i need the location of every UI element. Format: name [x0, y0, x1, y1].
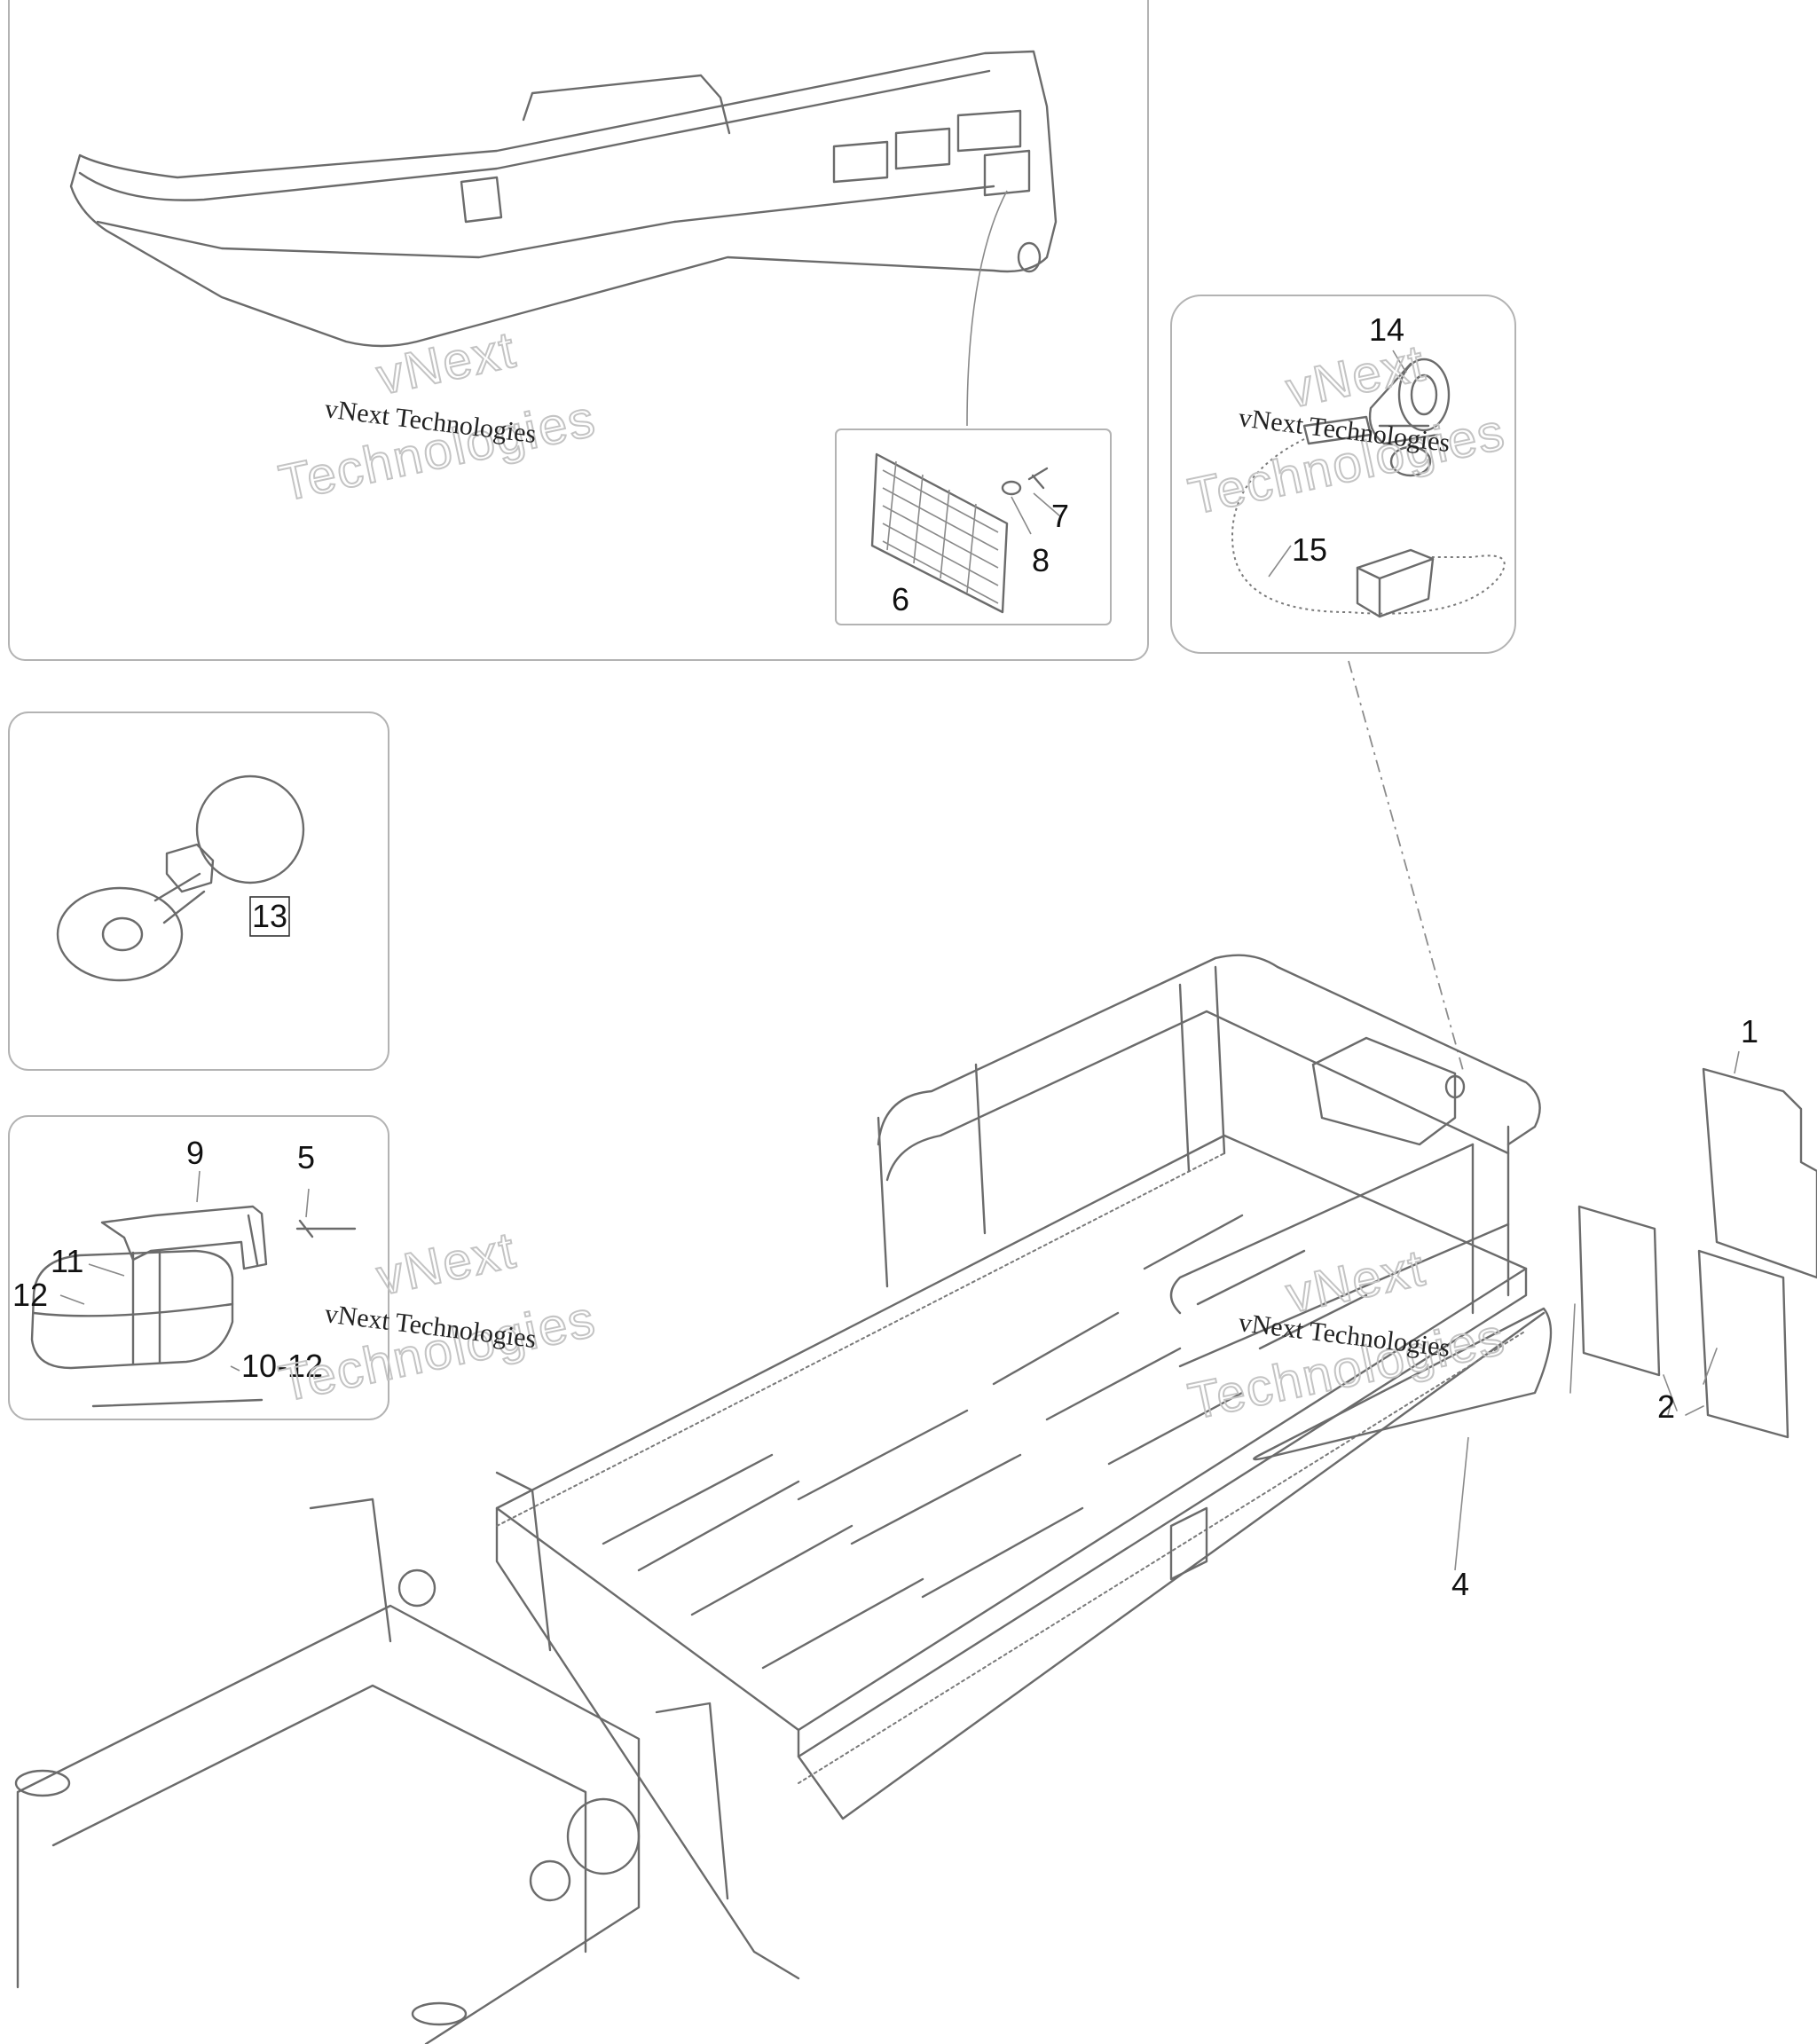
horn-drawing [56, 774, 305, 982]
seat-backrest [522, 74, 731, 135]
guard-bracket [1169, 1506, 1208, 1581]
callout-2: 2 [1657, 1388, 1675, 1425]
shock-mount-left [14, 1769, 71, 1797]
seat-body-drawing [69, 50, 1058, 348]
seat-handle-slot [460, 176, 503, 224]
rail-front-tube [1169, 1143, 1510, 1368]
mudflap-leader-lines [1569, 1303, 1718, 1416]
callout-13: 13 [252, 898, 287, 934]
seat-mid-line [96, 185, 995, 259]
taillight-lenses [832, 109, 1031, 197]
fastener-drawing [295, 1219, 357, 1238]
deck-slots [602, 1214, 1368, 1670]
callout-6: 6 [892, 581, 909, 617]
light-socket-drawing [1302, 358, 1451, 477]
frame-hole-1 [566, 1797, 641, 1875]
wiring-panel-frame [1170, 295, 1516, 654]
horn-panel-frame [8, 711, 389, 1071]
mudflap-small-right [1697, 1249, 1789, 1439]
pad-base-plate [91, 1398, 264, 1408]
deck-edge [797, 1267, 1528, 1758]
side-guard [1253, 1307, 1553, 1461]
rail-top-tube [877, 954, 1541, 1146]
callout-15: 15 [1292, 531, 1327, 568]
callout-10-12: 10-12 [241, 1348, 323, 1384]
front-frame-inner [51, 1684, 587, 1954]
rail-mid-tube [885, 1010, 1510, 1182]
rivet-rows [496, 1152, 1527, 1784]
wire-harness [1231, 438, 1506, 615]
shock-mount-right [411, 2001, 468, 2026]
pad-drawing [30, 1249, 234, 1370]
front-frame-outline [16, 1604, 641, 2044]
callout-12: 12 [12, 1277, 48, 1313]
callout-9: 9 [186, 1135, 204, 1171]
seat-top-edge [78, 69, 991, 201]
horn-detail-panel: 13 [8, 711, 389, 1071]
mudflap-large [1702, 1067, 1817, 1279]
callout-13-box [249, 896, 290, 937]
screw [1027, 467, 1049, 490]
connector-plug [1356, 548, 1435, 618]
callout-15-leader [1268, 545, 1292, 578]
rail-posts [877, 965, 1510, 1315]
socket-location-dash-line [1348, 660, 1465, 1074]
front-frame-uprights [309, 1471, 729, 1900]
frame-hole-2 [529, 1859, 571, 1902]
wiring-detail-panel: 14 15 vNext Technologies vNext Technolog… [1170, 295, 1516, 654]
chassis-drawing [14, 954, 1553, 2044]
pad-panel-frame [8, 1115, 389, 1420]
rear-bracket-plate [1311, 1036, 1457, 1146]
main-leader-lines [1454, 1050, 1740, 1571]
callout-4: 4 [1451, 1566, 1469, 1602]
hardware-leaders [1011, 492, 1061, 535]
tunnel-sides [495, 1311, 1546, 1980]
callout-7: 7 [1051, 498, 1069, 534]
pad-detail-panel: 9 5 11 12 10-12 vNext Technologies vNext… [8, 1115, 602, 1420]
mudflaps-drawing [1569, 1067, 1817, 1439]
seat-mount-hole [1017, 241, 1042, 273]
callout-8: 8 [1032, 542, 1050, 578]
reflector-leader-line [966, 190, 1008, 427]
washer [1001, 480, 1022, 496]
socket-mount-hole [1444, 1074, 1466, 1099]
pad-leader-lines [59, 1170, 310, 1372]
callout-14-leader [1392, 350, 1407, 373]
callout-14: 14 [1369, 311, 1404, 348]
callout-11: 11 [51, 1243, 83, 1279]
watermark-big-vnext: vNext [372, 1221, 521, 1306]
reflector-drawing [870, 452, 1061, 614]
seat-outline [69, 50, 1058, 348]
seat-detail-panel: 6 7 8 vNext Technologies vNext Technolog… [8, 0, 1149, 661]
mudflap-small-left [1577, 1205, 1661, 1377]
reflector-plate [870, 452, 1009, 614]
callout-5: 5 [297, 1139, 315, 1175]
frame-hole-3 [397, 1568, 437, 1608]
callout-1: 1 [1741, 1013, 1758, 1050]
